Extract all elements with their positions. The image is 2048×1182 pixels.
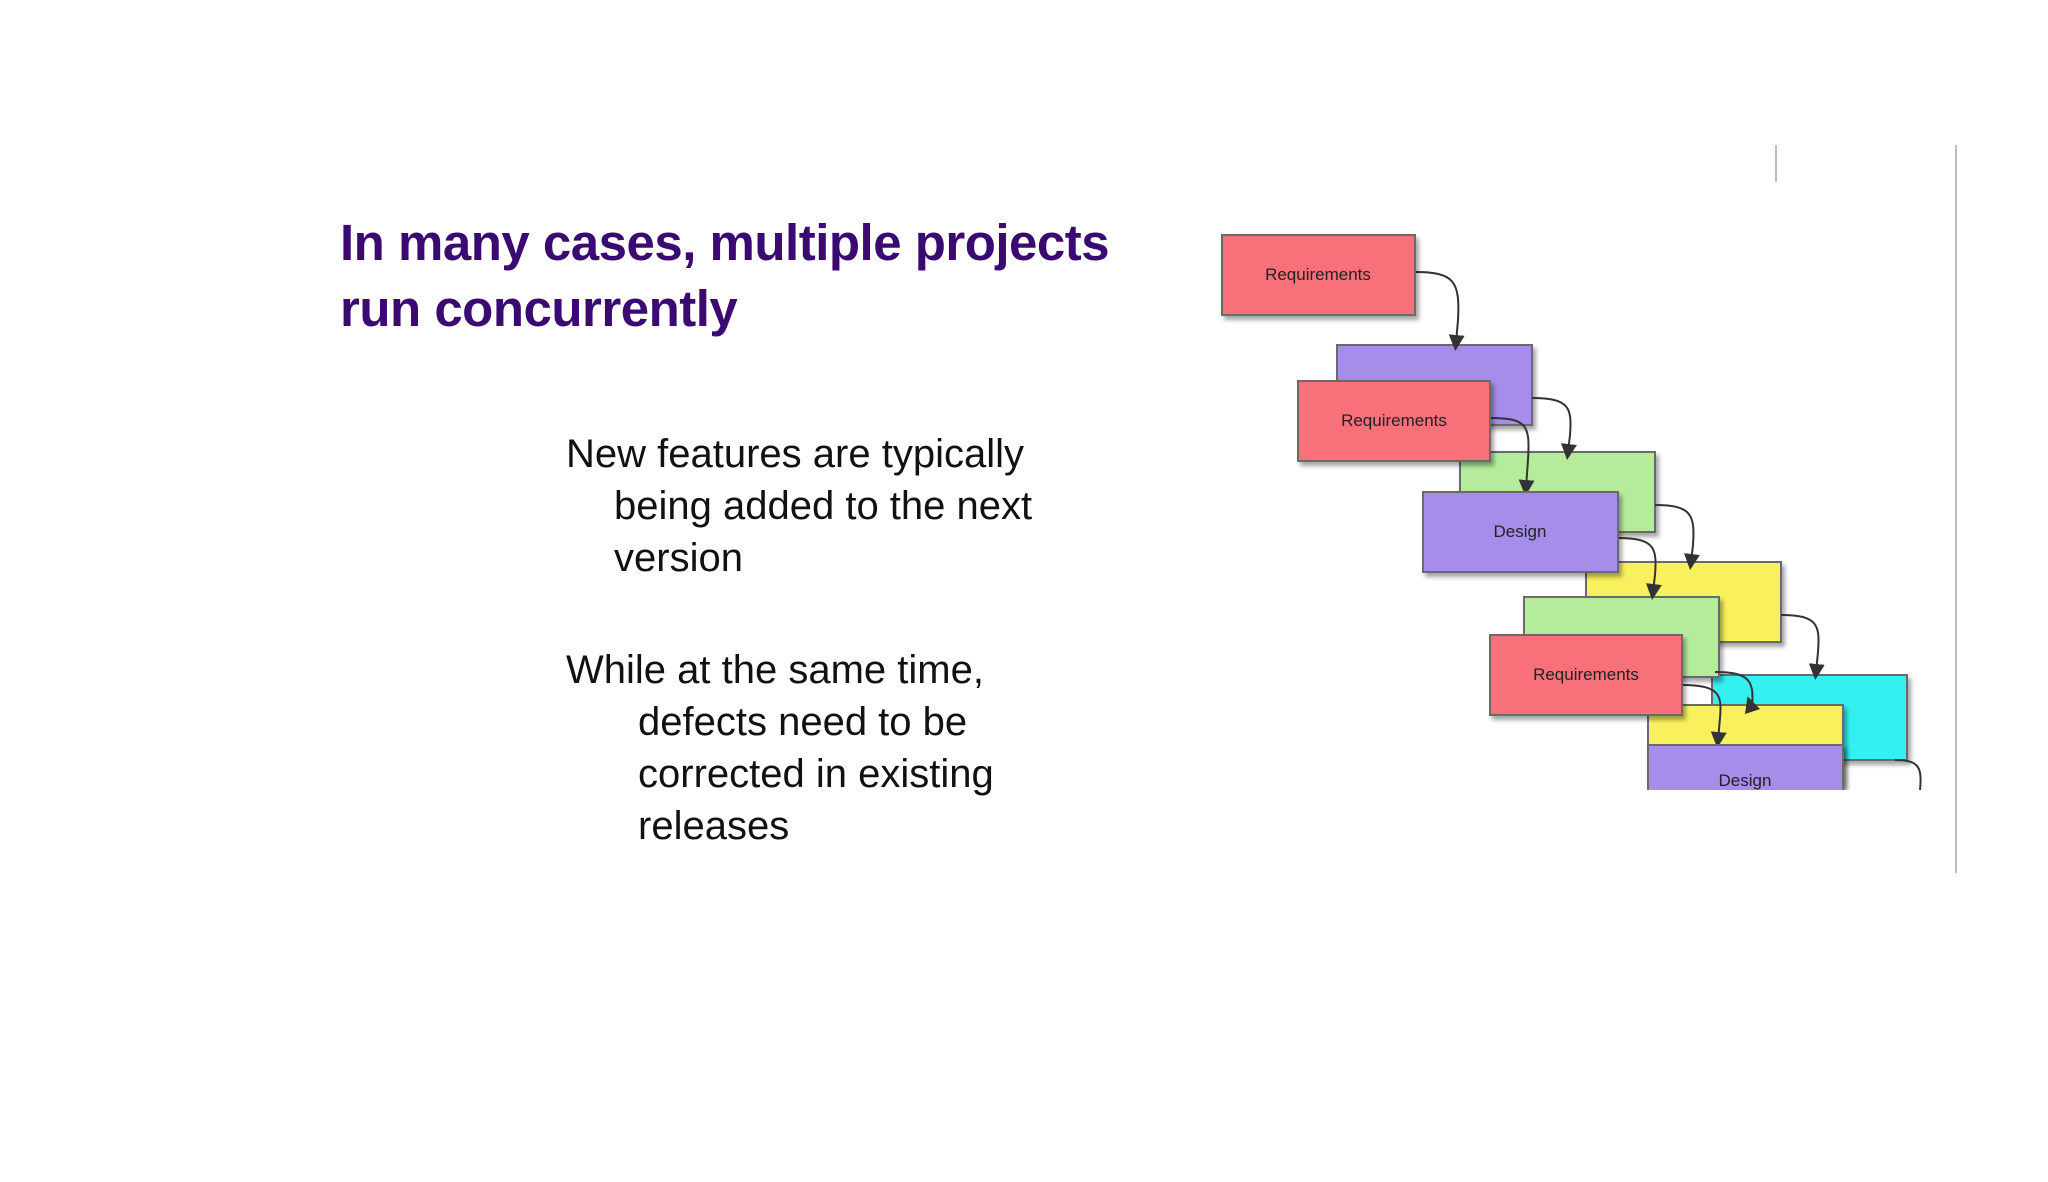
diagram-arrow	[1780, 614, 1825, 680]
diagram-box-design	[1647, 744, 1844, 790]
diagram-arrow	[1531, 397, 1577, 460]
bullet-defects: While at the same time, defects need to …	[566, 644, 1126, 852]
diagram-box-label: Design	[1494, 522, 1547, 541]
slide-title-line-1: In many cases, multiple projects	[340, 214, 1110, 271]
diagram-box-requirements	[1221, 234, 1416, 316]
diagram-box-requirements	[1489, 634, 1683, 716]
slide-title-line-2: run concurrently	[340, 280, 738, 337]
bullet-list: New features are typically being added t…	[566, 428, 1126, 912]
slide-title: In many cases, multiple projects run con…	[340, 210, 1180, 342]
diagram-box-requirements	[1297, 380, 1491, 462]
bullet-line: being added to the next	[614, 484, 1033, 528]
waterfall-diagram-svg: Requirements Requirements Design Require…	[1221, 234, 1922, 790]
diagram-arrow	[1617, 537, 1662, 600]
diagram-box-label: Design	[1719, 771, 1772, 790]
divider-line-long	[1955, 145, 1957, 873]
diagram-arrow	[1654, 504, 1700, 570]
diagram-box-label: Requirements	[1341, 411, 1447, 430]
bullet-line: version	[614, 536, 743, 580]
diagram-arrow	[1414, 271, 1465, 351]
diagram-arrow	[1894, 759, 1922, 790]
diagram-arrow	[1681, 684, 1727, 748]
bullet-line: releases	[638, 804, 790, 848]
bullet-line: New features are typically	[566, 432, 1024, 476]
cascading-waterfall-diagram: Requirements Requirements Design Require…	[1220, 220, 1940, 790]
bullet-line: corrected in existing	[638, 752, 994, 796]
bullet-line: While at the same time,	[566, 648, 984, 692]
divider-line-short	[1775, 145, 1777, 182]
diagram-box-label: Requirements	[1265, 265, 1371, 284]
diagram-box-design	[1422, 491, 1619, 573]
bullet-line: defects need to be	[638, 700, 968, 744]
diagram-arrow	[1714, 671, 1761, 715]
bullet-new-features: New features are typically being added t…	[566, 428, 1126, 584]
diagram-box-label: Requirements	[1533, 665, 1639, 684]
diagram-arrow	[1489, 417, 1535, 496]
